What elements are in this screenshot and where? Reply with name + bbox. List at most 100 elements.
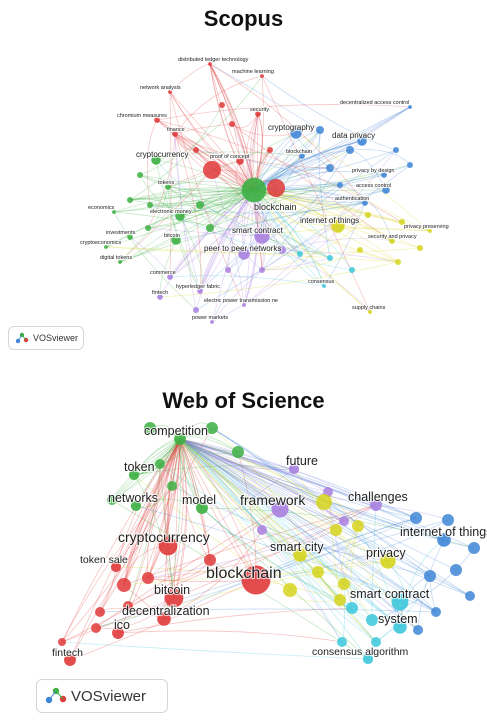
network-node: [203, 161, 221, 179]
network-node: [193, 147, 199, 153]
network-edge: [105, 246, 399, 263]
network-edge: [318, 129, 331, 259]
network-edge: [281, 249, 371, 313]
network-edge: [147, 559, 211, 581]
network-edge: [209, 63, 255, 191]
network-node: [288, 463, 300, 475]
network-edge: [253, 189, 366, 205]
network-edge: [147, 438, 181, 579]
network-edge: [159, 463, 175, 599]
network-edge: [179, 438, 295, 470]
network-edge: [105, 189, 255, 248]
network-node: [465, 591, 475, 601]
network-edge: [179, 438, 417, 519]
network-edge: [417, 539, 445, 631]
network-edge: [323, 501, 445, 541]
network-edge: [147, 133, 176, 229]
network-edge: [211, 427, 437, 613]
network-edge: [253, 189, 393, 242]
network-edge: [209, 63, 255, 191]
network-edge: [261, 529, 389, 562]
network-node: [127, 234, 133, 240]
network-edge: [99, 608, 437, 613]
network-edge: [147, 438, 181, 579]
network-edge: [174, 133, 255, 191]
network-edge: [179, 438, 373, 621]
network-edge: [261, 529, 343, 643]
network-edge: [261, 249, 361, 271]
network-edge: [123, 438, 181, 586]
wos-title: Web of Science: [162, 388, 325, 413]
node-label: digital tokens: [100, 255, 132, 261]
network-edge: [95, 597, 175, 629]
network-edge: [179, 438, 291, 591]
network-node: [352, 520, 364, 532]
network-edge: [253, 106, 411, 191]
network-edge: [339, 184, 431, 232]
network-edge: [61, 485, 173, 643]
network-edge: [179, 438, 281, 510]
network-node: [196, 502, 208, 514]
network-edge: [195, 164, 411, 311]
network-node: [326, 164, 334, 172]
network-node: [362, 653, 374, 665]
node-label: commerce: [150, 270, 176, 276]
network-node: [260, 74, 264, 78]
network-edge: [123, 438, 181, 586]
network-node: [232, 446, 244, 458]
network-edge: [147, 438, 181, 579]
network-node: [428, 229, 432, 233]
network-edge: [243, 149, 397, 306]
network-edge: [211, 427, 319, 573]
network-edge: [61, 427, 213, 643]
network-edge: [69, 438, 181, 661]
network-edge: [179, 438, 437, 613]
network-node: [413, 625, 423, 635]
network-edge: [127, 463, 161, 607]
network-edge: [111, 438, 181, 501]
network-node: [450, 564, 462, 576]
node-label: challenges: [348, 490, 408, 504]
network-edge: [139, 174, 211, 229]
node-label: cryptocurrency: [136, 150, 188, 159]
network-node: [337, 637, 347, 647]
network-edge: [147, 529, 337, 579]
network-node: [334, 594, 346, 606]
network-edge: [163, 438, 181, 547]
network-node: [196, 201, 204, 209]
network-edge: [231, 123, 297, 137]
network-edge: [261, 149, 351, 271]
network-node: [168, 90, 172, 94]
node-label: future: [286, 454, 318, 468]
network-edge: [209, 63, 321, 131]
network-edge: [179, 438, 353, 609]
network-node: [147, 202, 153, 208]
network-edge: [261, 257, 331, 271]
network-edge: [371, 504, 377, 621]
network-edge: [163, 438, 181, 620]
network-edge: [123, 571, 319, 586]
network-edge: [179, 438, 437, 613]
network-edge: [179, 438, 431, 577]
network-edge: [99, 438, 181, 613]
network-node: [242, 303, 246, 307]
vosviewer-logo-icon: [15, 332, 29, 344]
network-node: [442, 514, 454, 526]
network-edge: [129, 104, 223, 201]
network-node: [208, 62, 212, 66]
network-edge: [179, 438, 377, 643]
network-edge: [179, 438, 281, 510]
network-node: [154, 117, 160, 123]
network-edge: [179, 438, 263, 531]
network-edge: [127, 463, 161, 607]
vosviewer-badge: VOSviewer: [36, 679, 168, 713]
network-edge: [179, 438, 401, 628]
network-node: [257, 525, 267, 535]
network-edge: [211, 113, 259, 323]
network-edge: [231, 123, 393, 242]
network-edge: [253, 129, 321, 191]
network-edge: [211, 169, 245, 306]
network-node: [165, 184, 171, 190]
